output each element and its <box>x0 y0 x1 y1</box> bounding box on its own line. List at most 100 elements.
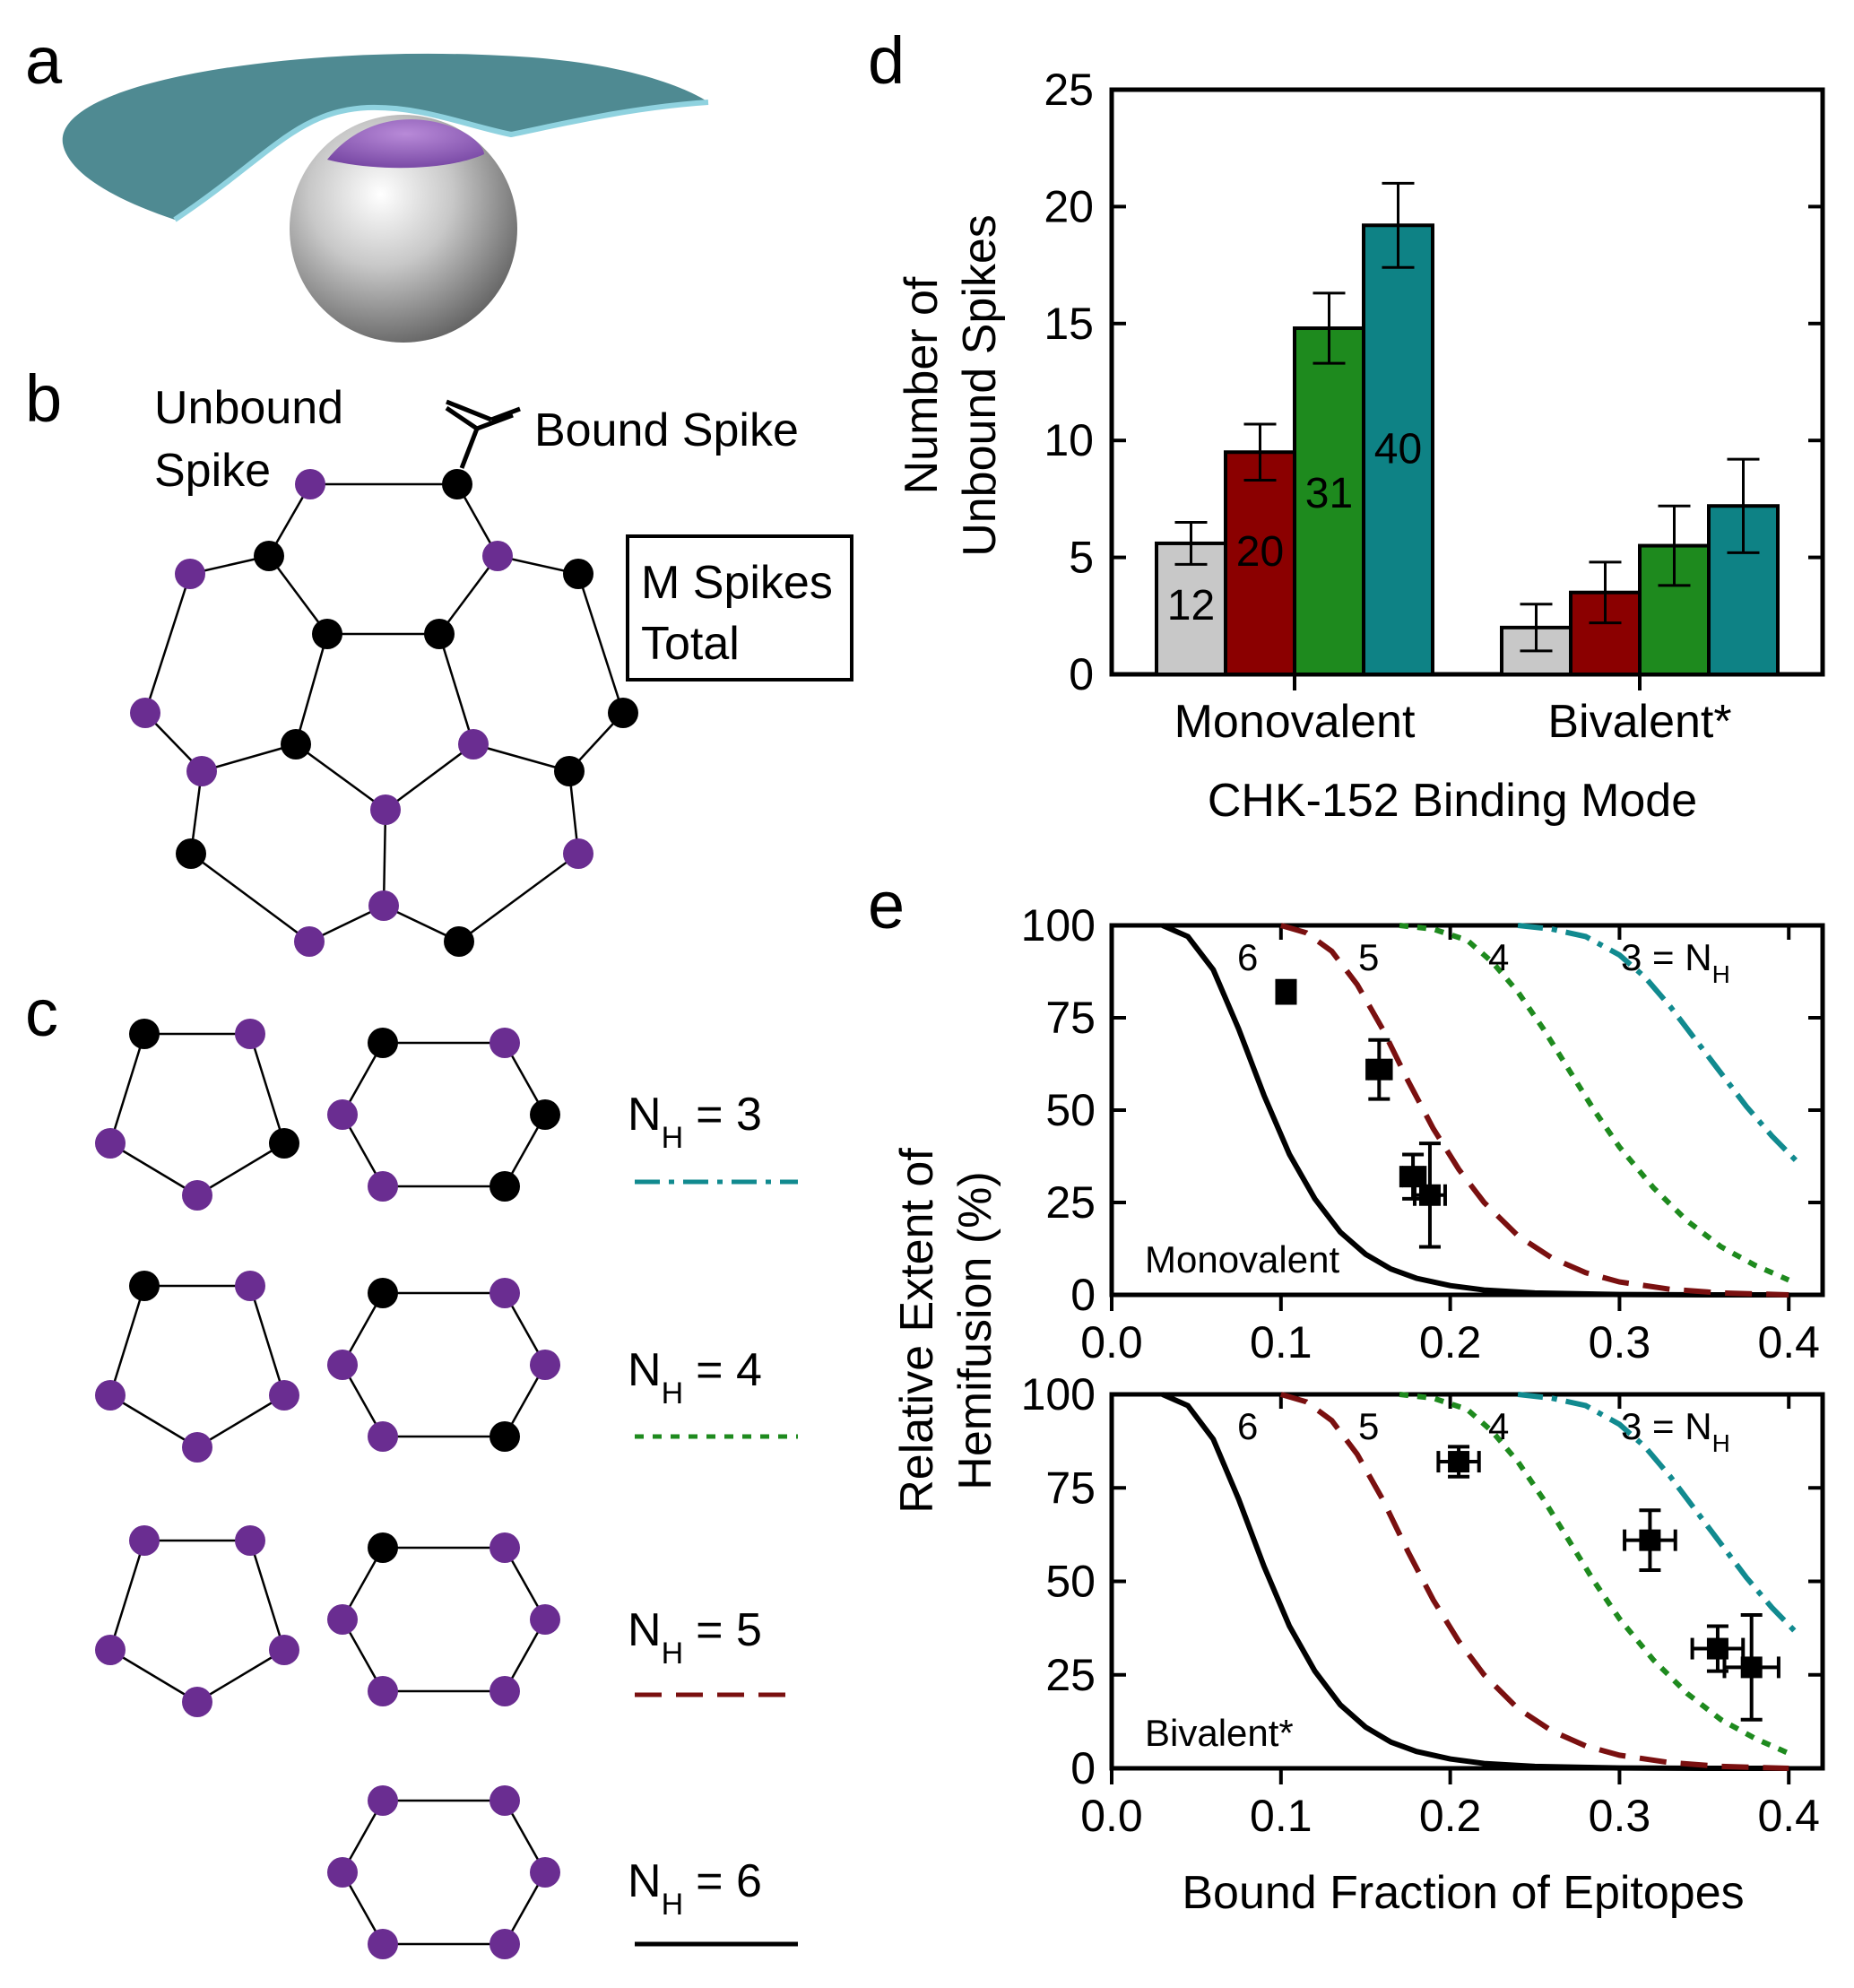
e-data-point <box>1448 1451 1470 1473</box>
panel-label-a: a <box>25 23 63 98</box>
virus-sphere <box>290 115 517 343</box>
d-bar-label: 31 <box>1305 470 1353 517</box>
unbound-spike <box>294 926 325 957</box>
unbound-spike <box>489 1028 520 1058</box>
panel-a-illustration <box>62 53 709 343</box>
nh-prefix: N <box>628 1344 662 1396</box>
nh-prefix: N <box>628 1855 662 1907</box>
unbound-spike <box>327 1099 358 1130</box>
e-data-point <box>1275 981 1297 1003</box>
e-curve-label-text: 6 <box>1237 936 1258 978</box>
e-data-point <box>1639 1529 1661 1551</box>
bound-spike <box>489 1171 520 1202</box>
e-curve-label: 5 <box>1358 1405 1379 1447</box>
d-bar-label: 20 <box>1236 528 1284 576</box>
unbound-spike <box>327 1857 358 1888</box>
e-xtick-label: 0.2 <box>1419 1791 1482 1841</box>
bound-spike <box>312 619 342 649</box>
box-label-line2: Total <box>641 618 740 670</box>
unbound-spike <box>129 1525 160 1556</box>
unbound-spike <box>563 838 593 869</box>
hexagon-motif-outline <box>341 1041 547 1188</box>
unbound-spike <box>530 1857 560 1888</box>
nh-prefix: N <box>628 1089 662 1141</box>
d-ytick-label: 25 <box>1044 65 1094 115</box>
e-ytick-label: 0 <box>1070 1743 1096 1793</box>
panel-label-b: b <box>25 361 62 436</box>
panel-c-motifs: NH= 3NH= 4NH= 5NH= 6 <box>95 1019 798 1959</box>
e-curve <box>1517 1392 1799 1636</box>
nh-subscript: H <box>662 1888 684 1922</box>
e-curve <box>1161 923 1789 1298</box>
bound-spike <box>563 559 593 589</box>
nh-label: NH= 5 <box>628 1604 762 1671</box>
d-ylabel-line2: Unbound Spikes <box>954 214 1006 557</box>
bound-spike <box>442 469 472 499</box>
panel-label-d: d <box>868 23 905 98</box>
d-ytick-label: 5 <box>1069 533 1094 583</box>
unbound-spike <box>95 1380 126 1411</box>
e-xtick-label: 0.3 <box>1589 1791 1651 1841</box>
d-xtick-label: Monovalent <box>1174 696 1416 748</box>
e-data-point <box>1740 1656 1763 1679</box>
nh-prefix: N <box>628 1604 662 1656</box>
d-xtick-label: Bivalent* <box>1547 696 1731 748</box>
panel-label-c: c <box>25 976 58 1050</box>
e-ytick-label: 100 <box>1021 900 1096 951</box>
bound-spike <box>281 729 311 760</box>
unbound-spike <box>327 1350 358 1380</box>
unbound-spike <box>368 1171 398 1202</box>
e-curve-label: 6 <box>1237 936 1258 978</box>
d-bar-label: 40 <box>1374 425 1422 473</box>
e-ylabel-line1: Relative Extent of <box>891 1148 943 1514</box>
pentagon-motif-outline <box>108 1284 286 1449</box>
unbound-label-line1: Unbound <box>154 382 343 434</box>
e-ytick-label: 50 <box>1045 1557 1096 1607</box>
e-ylabel-line2: Hemifusion (%) <box>949 1171 1001 1489</box>
e-curve-label: 4 <box>1488 1405 1509 1447</box>
e-curve-label: 3 = NH <box>1621 1405 1730 1457</box>
unbound-spike <box>130 698 160 728</box>
e-xlabel: Bound Fraction of Epitopes <box>1182 1867 1744 1919</box>
bound-spike <box>424 619 455 649</box>
e-subplot-name: Bivalent* <box>1145 1712 1294 1754</box>
e-curve-label: 3 = NH <box>1621 936 1730 988</box>
hexagon-motif-outline <box>341 1291 547 1438</box>
d-plot-frame <box>1109 87 1825 677</box>
nh-label: NH= 3 <box>628 1089 762 1155</box>
e-curve-label-text: 4 <box>1488 936 1509 978</box>
bound-spike <box>129 1019 160 1049</box>
nh-value: = 3 <box>696 1089 762 1141</box>
e-curve-label: 6 <box>1237 1405 1258 1447</box>
e-data-point <box>1418 1184 1441 1206</box>
e-curve-label-text: 5 <box>1358 936 1379 978</box>
unbound-spike <box>458 729 489 760</box>
bound-spike <box>444 926 474 957</box>
d-ytick-label: 0 <box>1069 649 1094 699</box>
e-curve <box>1279 923 1789 1298</box>
antibody-icon <box>445 399 521 469</box>
e-ytick-label: 75 <box>1045 993 1096 1043</box>
unbound-spike <box>489 1532 520 1563</box>
unbound-spike <box>186 756 217 786</box>
d-bar-label: 12 <box>1167 582 1215 629</box>
unbound-spike <box>327 1604 358 1635</box>
unbound-spike <box>368 890 399 921</box>
hexagon-motif-outline <box>341 1546 547 1693</box>
d-ytick-label: 10 <box>1044 415 1094 465</box>
e-curve-label-text: 4 <box>1488 1405 1509 1447</box>
e-curve <box>1161 1392 1789 1771</box>
unbound-spike <box>95 1635 126 1665</box>
unbound-spike <box>370 794 401 825</box>
unbound-spike <box>175 559 205 589</box>
nh-value: = 6 <box>696 1855 762 1907</box>
e-xtick-label: 0.4 <box>1757 1317 1820 1367</box>
e-curve-label-text: 3 = N <box>1621 1405 1712 1447</box>
e-ytick-label: 100 <box>1021 1369 1096 1419</box>
bound-spike <box>129 1271 160 1301</box>
bound-spike <box>608 698 638 728</box>
e-curve-label-text: 3 = N <box>1621 936 1712 978</box>
e-curve <box>1399 1392 1790 1757</box>
pentagon-motif-outline <box>108 1539 286 1704</box>
